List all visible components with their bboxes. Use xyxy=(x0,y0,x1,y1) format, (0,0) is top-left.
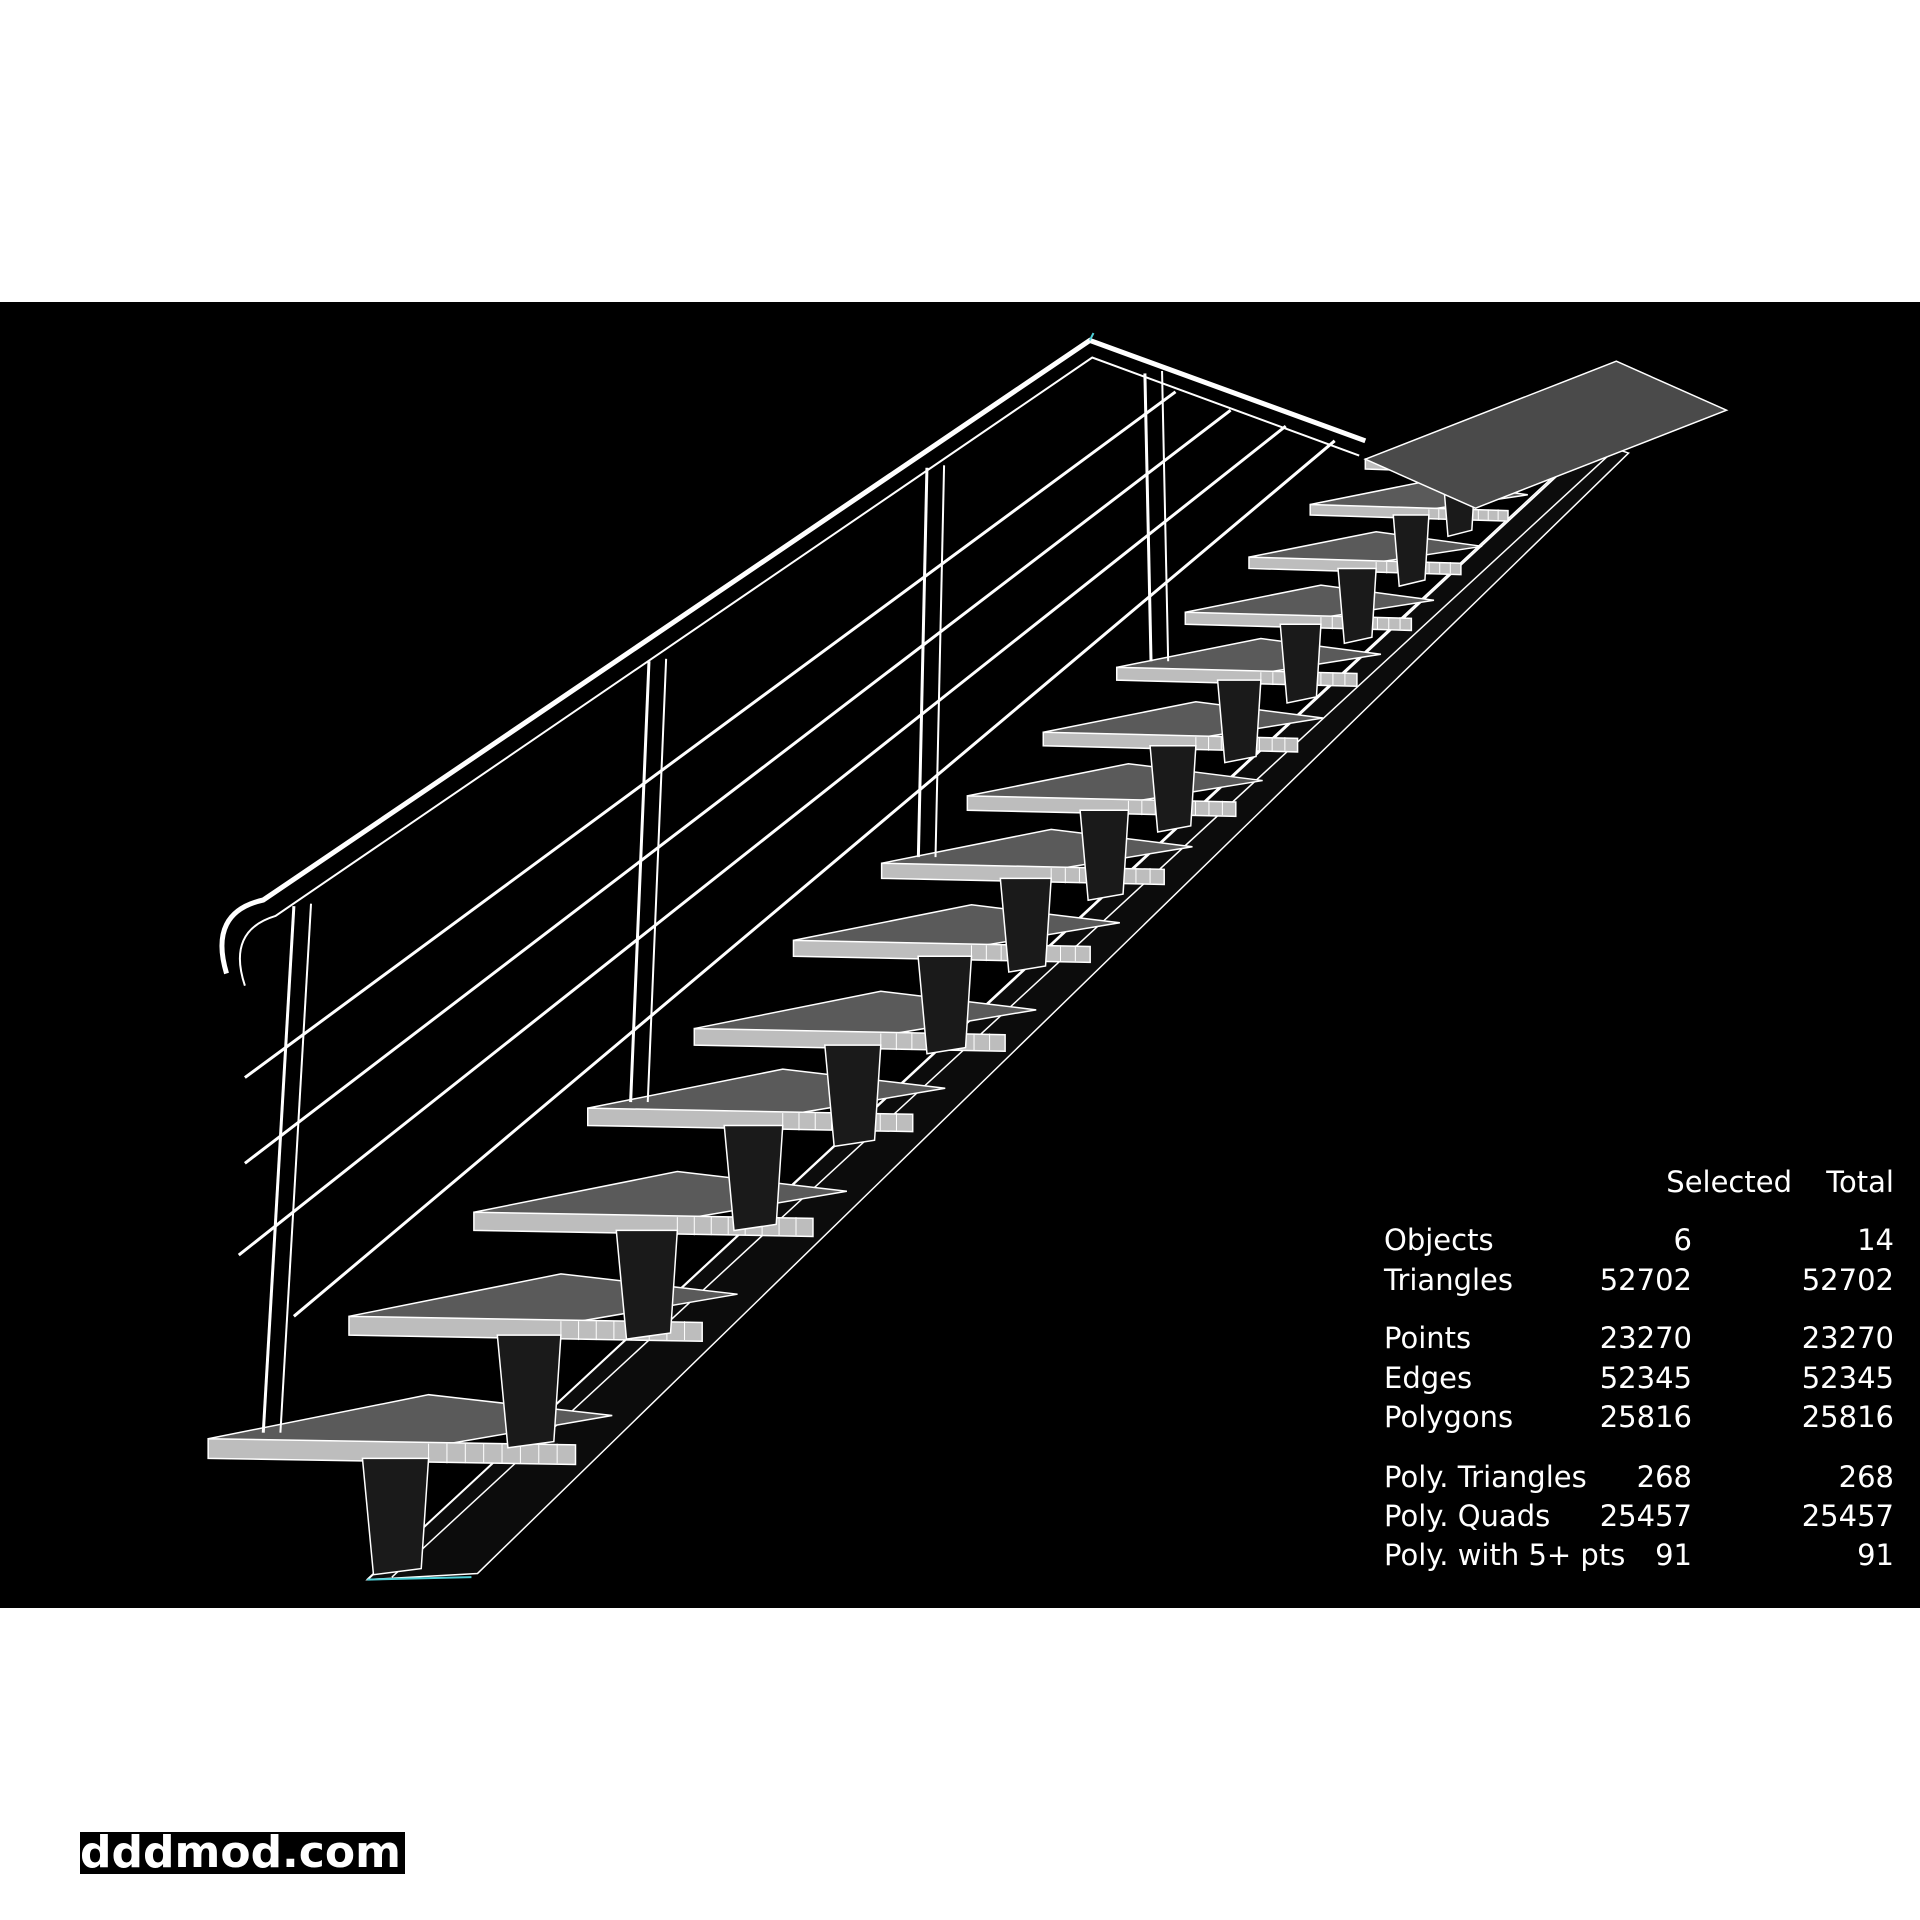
tread-support-bracket xyxy=(1337,567,1377,645)
railing-bar xyxy=(244,390,1177,1079)
tread-support-bracket xyxy=(1279,623,1322,704)
railing-post xyxy=(934,465,946,858)
stat-selected-value: 52345 xyxy=(1599,1361,1692,1395)
handrail xyxy=(219,337,1367,975)
stat-label: Poly. Quads xyxy=(1384,1499,1551,1533)
stat-selected-value: 6 xyxy=(1673,1223,1692,1257)
railing-post xyxy=(261,906,296,1433)
staircase-wireframe-model xyxy=(207,332,1729,1581)
handrail-edge xyxy=(238,356,1360,987)
tread-support-bracket xyxy=(723,1124,784,1232)
stat-label: Polygons xyxy=(1384,1400,1514,1434)
stat-selected-value: 23270 xyxy=(1599,1321,1692,1355)
railing-post xyxy=(1143,373,1153,662)
stair-landing xyxy=(1363,360,1729,509)
tread-support-bracket xyxy=(1079,809,1130,902)
stat-label: Points xyxy=(1384,1321,1472,1355)
stat-total-value: 268 xyxy=(1838,1460,1894,1494)
stat-selected-value: 25457 xyxy=(1599,1499,1692,1533)
tread-support-bracket xyxy=(824,1044,882,1148)
stat-total-value: 23270 xyxy=(1801,1321,1894,1355)
stat-label: Edges xyxy=(1384,1361,1473,1395)
stat-total-value: 25816 xyxy=(1801,1400,1894,1434)
tread-support-bracket xyxy=(1216,679,1262,764)
handrail-corner xyxy=(1088,332,1095,341)
railing-bar xyxy=(237,424,1287,1257)
tread-support-bracket xyxy=(1392,514,1430,588)
stat-selected-value: 91 xyxy=(1655,1538,1692,1572)
tread-support-bracket xyxy=(1149,745,1197,833)
railing-post xyxy=(629,661,651,1103)
stat-total-value: 52345 xyxy=(1801,1361,1894,1395)
3d-viewport[interactable]: Selected Total xyxy=(0,302,1920,1608)
watermark-logo: dddmod.com xyxy=(80,1832,405,1874)
railing-post xyxy=(279,903,313,1433)
tread-support-bracket xyxy=(615,1229,679,1340)
railing-post xyxy=(646,658,668,1103)
stat-label: Objects xyxy=(1384,1223,1494,1257)
tread-support-bracket xyxy=(496,1334,562,1449)
tread-support-bracket xyxy=(999,877,1052,973)
railing-bar xyxy=(243,409,1232,1165)
stat-total-value: 52702 xyxy=(1801,1263,1894,1297)
tread-support-bracket xyxy=(917,955,973,1055)
stringer-bottom-edge xyxy=(367,1576,472,1581)
stat-selected-value: 25816 xyxy=(1599,1400,1692,1434)
railing-post xyxy=(1161,370,1170,662)
stat-label: Triangles xyxy=(1384,1263,1513,1297)
stat-selected-value: 268 xyxy=(1636,1460,1692,1494)
stat-total-value: 14 xyxy=(1857,1223,1894,1257)
stat-total-value: 91 xyxy=(1857,1538,1894,1572)
tread-support-bracket xyxy=(361,1457,430,1576)
railing-bar xyxy=(292,439,1336,1318)
stats-header-selected: Selected xyxy=(1666,1165,1792,1199)
stat-label: Poly. with 5+ pts xyxy=(1384,1538,1626,1572)
stats-header-total: Total xyxy=(1826,1165,1894,1199)
stat-total-value: 25457 xyxy=(1801,1499,1894,1533)
railing-post xyxy=(916,467,929,858)
stat-selected-value: 52702 xyxy=(1599,1263,1692,1297)
stat-label: Poly. Triangles xyxy=(1384,1460,1587,1494)
